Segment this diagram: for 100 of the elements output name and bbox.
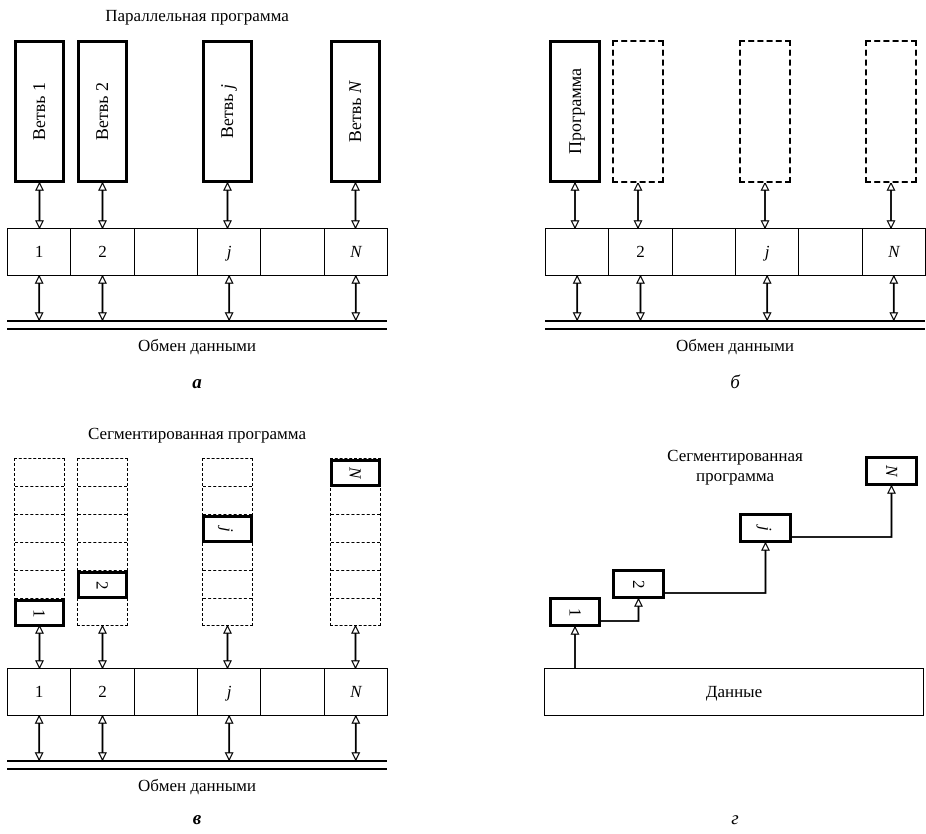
panel-title: Сегментированная программа <box>88 424 306 444</box>
processor-cell <box>324 668 388 716</box>
bus-label: Обмен данными <box>136 336 258 356</box>
segment-column <box>14 458 65 626</box>
segment-number: 1 <box>566 608 584 616</box>
panel-title: Сегментированная программа <box>666 446 804 486</box>
processor-cell <box>862 228 926 276</box>
double-arrow <box>634 182 642 229</box>
double-arrow <box>351 182 360 229</box>
program-segment-box <box>330 459 380 487</box>
double-arrow <box>352 715 360 761</box>
double-arrow <box>98 715 107 761</box>
arrow <box>570 626 580 668</box>
bus-label: Обмен данными <box>136 776 258 796</box>
processor-cell <box>672 228 736 276</box>
double-arrow <box>636 275 645 321</box>
segment-column <box>330 458 381 626</box>
segment-number: 2 <box>94 580 110 590</box>
cell-number: N <box>350 682 362 702</box>
bus-label: Обмен данными <box>674 336 796 356</box>
segment-column <box>77 458 128 626</box>
cell-number: j <box>764 242 770 262</box>
cell-number: N <box>888 242 900 262</box>
double-arrow <box>35 182 44 229</box>
double-arrow <box>34 715 44 761</box>
cell-number: 2 <box>98 682 107 702</box>
double-arrow <box>34 275 44 321</box>
segment-number: j <box>757 526 774 530</box>
data-label: Данные <box>706 682 762 702</box>
panel-letter: б <box>730 372 740 394</box>
panel-title: Параллельная программа <box>105 6 289 26</box>
processor-cell <box>260 668 325 716</box>
double-arrow <box>224 275 234 321</box>
program-segment-box <box>612 569 665 599</box>
empty-branch-box <box>739 40 791 183</box>
double-arrow <box>886 182 896 229</box>
branch-label: Ветвь 1 <box>29 82 50 141</box>
panel-letter: а <box>192 372 202 394</box>
program-branch-box <box>77 40 128 183</box>
double-arrow <box>224 715 234 761</box>
program-branch-box <box>14 40 65 183</box>
double-arrow <box>572 275 582 321</box>
cell-number: N <box>350 242 362 262</box>
program-segment-box <box>14 599 64 627</box>
segment-column <box>202 458 253 626</box>
panel-letter: в <box>192 808 202 830</box>
segment-number: j <box>218 526 236 532</box>
double-arrow <box>760 182 770 229</box>
double-arrow <box>98 182 107 229</box>
processor-cell <box>324 228 388 276</box>
cell-number: j <box>226 682 232 702</box>
arrow <box>601 598 643 622</box>
double-arrow <box>762 275 772 321</box>
program-segment-box <box>865 456 918 486</box>
program-segment-box <box>202 515 252 543</box>
processor-cell <box>196 228 262 276</box>
program-branch-box <box>202 40 253 183</box>
program-branch-box <box>549 40 601 183</box>
program-segment-box <box>739 513 792 543</box>
cell-number: 1 <box>34 242 44 262</box>
processor-cell <box>545 228 610 276</box>
processor-cell <box>608 228 673 276</box>
cell-number: 1 <box>34 682 44 702</box>
segment-number: 1 <box>30 608 48 618</box>
program-segment-box <box>76 571 128 599</box>
segment-number: N <box>346 467 364 479</box>
cell-number: 2 <box>98 242 107 262</box>
double-arrow <box>35 625 44 669</box>
data-box <box>544 668 924 716</box>
processor-cell <box>196 668 262 716</box>
branch-label: Программа <box>564 68 586 155</box>
double-arrow <box>351 625 360 669</box>
processor-cell <box>260 228 325 276</box>
double-arrow <box>352 275 360 321</box>
branch-label: Ветвь j <box>217 84 238 139</box>
double-arrow <box>223 182 232 229</box>
double-arrow <box>890 275 898 321</box>
double-arrow <box>570 182 580 229</box>
program-segment-box <box>549 597 601 627</box>
double-arrow <box>98 625 107 669</box>
double-arrow <box>223 625 232 669</box>
double-arrow <box>98 275 107 321</box>
branch-label: Ветвь N <box>345 80 366 142</box>
cell-number: j <box>226 242 232 262</box>
arrow <box>665 542 770 594</box>
processor-cell <box>134 668 198 716</box>
branch-label: Ветвь 2 <box>92 82 113 141</box>
empty-branch-box <box>612 40 664 183</box>
processor-cell <box>7 228 72 276</box>
processor-cell <box>70 668 135 716</box>
processor-cell <box>7 668 72 716</box>
segment-number: 2 <box>630 580 647 588</box>
processor-cell <box>734 228 800 276</box>
processor-cell <box>70 228 135 276</box>
processor-cell <box>798 228 863 276</box>
cell-number: 2 <box>636 242 645 262</box>
program-branch-box <box>330 40 381 183</box>
empty-branch-box <box>865 40 917 183</box>
panel-letter: г <box>731 808 739 830</box>
segment-number: N <box>883 465 900 477</box>
